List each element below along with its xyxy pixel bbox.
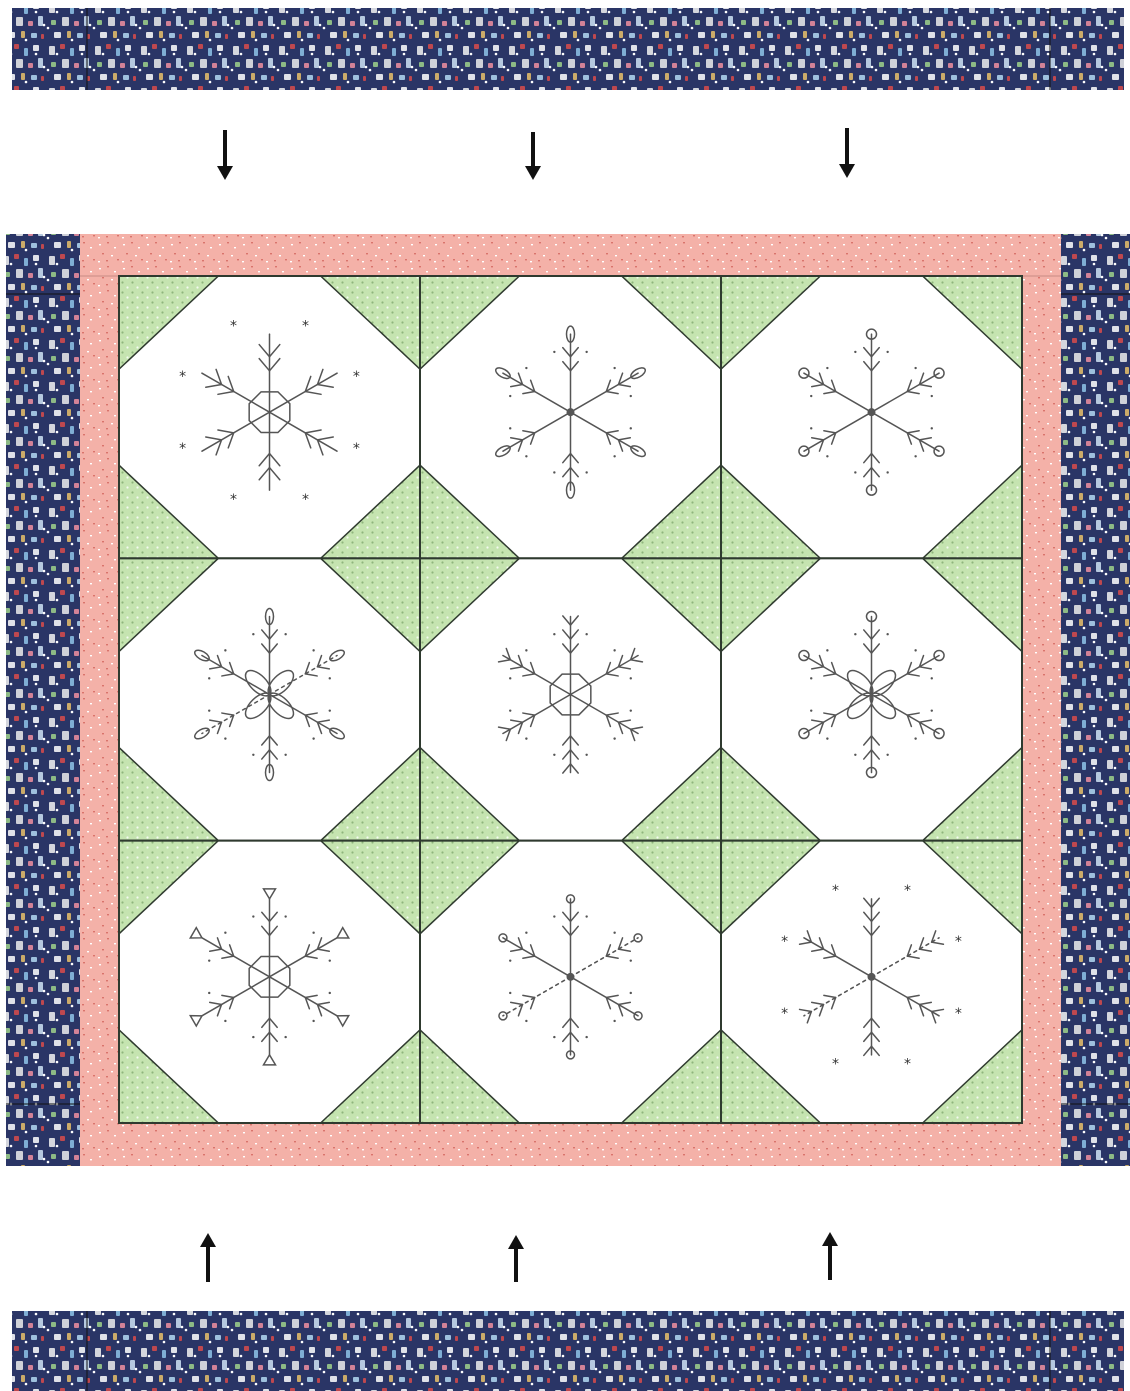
svg-text:*: * <box>955 934 962 950</box>
snowflake-block <box>420 276 721 558</box>
up-arrow-icon <box>200 1233 216 1282</box>
svg-text:*: * <box>302 318 309 334</box>
left-outer-border-strip <box>6 234 80 1166</box>
svg-text:*: * <box>904 883 911 899</box>
down-arrow-icon <box>839 128 855 178</box>
up-arrow-icon <box>508 1235 524 1282</box>
snowflake-block: * * * * * * * * <box>721 841 1022 1123</box>
svg-text:*: * <box>832 883 839 899</box>
svg-text:*: * <box>230 492 237 508</box>
snowflake-block <box>721 276 1022 558</box>
svg-text:*: * <box>353 441 360 457</box>
svg-text:*: * <box>955 1006 962 1022</box>
snowflake-block <box>420 841 721 1123</box>
svg-text:*: * <box>353 369 360 385</box>
bottom-outer-border-strip <box>12 1311 1124 1391</box>
down-arrow-icon <box>525 132 541 180</box>
up-arrow-icon <box>822 1232 838 1280</box>
svg-text:*: * <box>302 492 309 508</box>
svg-text:*: * <box>179 441 186 457</box>
snowflake-block <box>119 841 420 1123</box>
snowflake-block: * * * * * * * * <box>119 276 420 558</box>
right-outer-border-strip <box>1061 234 1130 1166</box>
svg-text:*: * <box>832 1057 839 1073</box>
top-outer-border-strip <box>12 8 1124 90</box>
svg-text:*: * <box>179 369 186 385</box>
snowflake-block <box>721 558 1022 840</box>
svg-text:*: * <box>904 1057 911 1073</box>
snowflake-block <box>420 558 721 840</box>
svg-text:*: * <box>230 318 237 334</box>
down-arrow-icon <box>217 130 233 180</box>
snowflake-block <box>119 558 420 840</box>
svg-text:*: * <box>781 1006 788 1022</box>
svg-text:*: * <box>781 934 788 950</box>
